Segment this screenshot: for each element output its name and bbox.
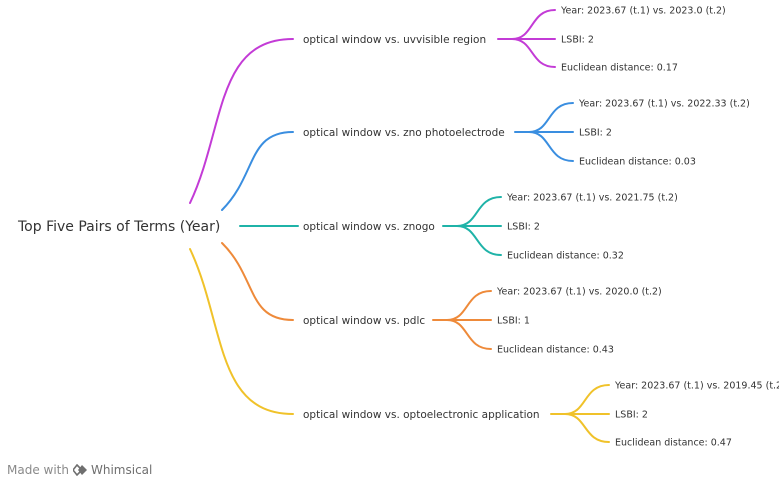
leaf-node[interactable]: LSBI: 2 [507,222,540,233]
leaf-node[interactable]: LSBI: 1 [497,316,530,327]
root-connector [189,38,294,204]
leaf-connector [528,131,574,162]
leaf-node[interactable]: Year: 2023.67 (t.1) vs. 2021.75 (t.2) [506,193,678,204]
leaf-node[interactable]: Year: 2023.67 (t.1) vs. 2020.0 (t.2) [496,287,662,298]
branch-node[interactable]: optical window vs. pdlc [303,315,425,327]
leaf-connector [456,225,502,256]
root-node[interactable]: Top Five Pairs of Terms (Year) [17,219,220,235]
leaf-connector [511,9,556,40]
whimsical-logo-icon [72,464,87,476]
leaf-node[interactable]: Year: 2023.67 (t.1) vs. 2019.45 (t.2) [614,381,779,392]
leaf-node[interactable]: Year: 2023.67 (t.1) vs. 2023.0 (t.2) [560,6,726,17]
connector-lines [189,9,610,443]
branch-node[interactable]: optical window vs. uvvisible region [303,34,486,46]
root-connector [189,248,294,415]
leaf-node[interactable]: LSBI: 2 [561,35,594,46]
leaf-connector [446,290,492,321]
leaf-connector [511,38,556,68]
leaf-node[interactable]: Year: 2023.67 (t.1) vs. 2022.33 (t.2) [578,99,750,110]
whimsical-brand-label[interactable]: Whimsical [90,463,153,477]
leaf-node[interactable]: Euclidean distance: 0.43 [497,345,614,356]
made-with-label: Made with [7,463,69,477]
leaf-connector [564,413,610,443]
leaf-connector [446,319,492,350]
node-labels: Top Five Pairs of Terms (Year) Year: 202… [17,6,779,449]
root-connector [221,242,294,321]
leaf-node[interactable]: Euclidean distance: 0.32 [507,251,624,262]
leaf-connector [456,196,502,227]
leaf-node[interactable]: Euclidean distance: 0.03 [579,157,696,168]
branch-node[interactable]: optical window vs. zno photoelectrode [303,127,505,139]
branch-node[interactable]: optical window vs. znogo [303,221,435,233]
leaf-node[interactable]: Euclidean distance: 0.17 [561,63,678,74]
branch-node[interactable]: optical window vs. optoelectronic applic… [303,409,540,421]
leaf-connector [564,384,610,415]
leaf-connector [528,102,574,133]
made-with-footer: Made with Whimsical [7,463,152,477]
root-connector [221,131,294,211]
leaf-node[interactable]: LSBI: 2 [579,128,612,139]
leaf-node[interactable]: Euclidean distance: 0.47 [615,438,732,449]
leaf-node[interactable]: LSBI: 2 [615,410,648,421]
